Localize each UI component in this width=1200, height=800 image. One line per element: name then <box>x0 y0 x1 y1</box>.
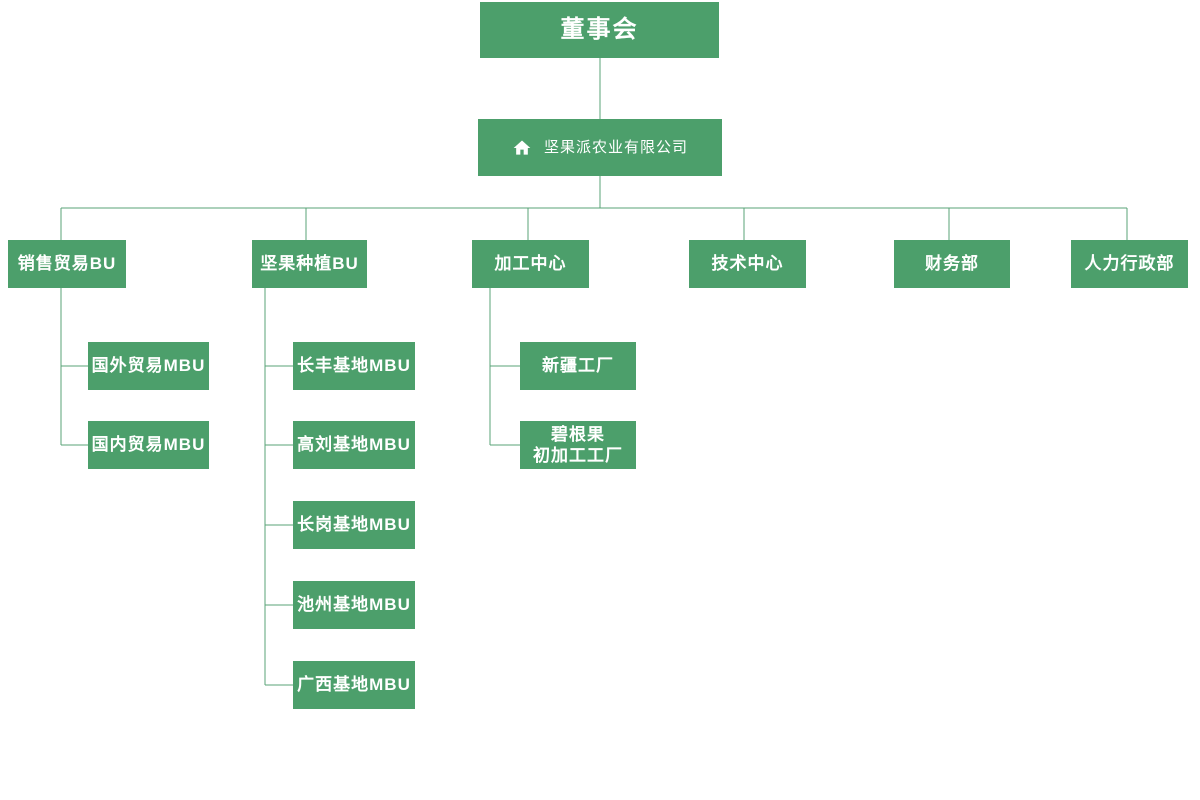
node-label: 国内贸易MBU <box>91 434 206 454</box>
node-dept-technology-center[interactable]: 技术中心 <box>689 240 806 288</box>
node-changfeng-base-mbu[interactable]: 长丰基地MBU <box>293 342 415 390</box>
node-company[interactable]: 坚果派农业有限公司 <box>478 119 722 176</box>
node-label: 销售贸易BU <box>17 253 117 273</box>
node-label: 董事会 <box>560 15 639 43</box>
node-label: 长岗基地MBU <box>297 514 411 534</box>
node-label: 人力行政部 <box>1084 253 1175 273</box>
node-dept-hr-admin[interactable]: 人力行政部 <box>1071 240 1188 288</box>
node-label: 财务部 <box>925 253 979 273</box>
node-label: 新疆工厂 <box>542 355 614 375</box>
node-label: 加工中心 <box>494 253 567 273</box>
node-dept-processing-center[interactable]: 加工中心 <box>472 240 589 288</box>
node-label: 技术中心 <box>711 253 784 273</box>
node-overseas-trade-mbu[interactable]: 国外贸易MBU <box>88 342 209 390</box>
node-label: 广西基地MBU <box>297 674 411 694</box>
node-label: 坚果派农业有限公司 <box>543 138 688 156</box>
node-label: 坚果种植BU <box>260 253 359 273</box>
node-domestic-trade-mbu[interactable]: 国内贸易MBU <box>88 421 209 469</box>
node-label: 高刘基地MBU <box>297 434 411 454</box>
node-xinjiang-factory[interactable]: 新疆工厂 <box>520 342 636 390</box>
node-gaoliu-base-mbu[interactable]: 高刘基地MBU <box>293 421 415 469</box>
node-pecan-primary-processing-factory[interactable]: 碧根果 初加工工厂 <box>520 421 636 469</box>
node-label: 长丰基地MBU <box>297 355 411 375</box>
node-label: 国外贸易MBU <box>91 355 206 375</box>
node-label-line-1: 碧根果 <box>551 425 605 444</box>
node-guangxi-base-mbu[interactable]: 广西基地MBU <box>293 661 415 709</box>
node-changgang-base-mbu[interactable]: 长岗基地MBU <box>293 501 415 549</box>
node-board-of-directors[interactable]: 董事会 <box>480 2 719 58</box>
node-dept-nut-planting-bu[interactable]: 坚果种植BU <box>252 240 367 288</box>
node-label: 池州基地MBU <box>297 594 411 614</box>
home-icon <box>512 138 532 158</box>
node-dept-finance[interactable]: 财务部 <box>894 240 1010 288</box>
node-label-line-2: 初加工工厂 <box>533 446 623 465</box>
node-chizhou-base-mbu[interactable]: 池州基地MBU <box>293 581 415 629</box>
node-dept-sales-trade-bu[interactable]: 销售贸易BU <box>8 240 126 288</box>
